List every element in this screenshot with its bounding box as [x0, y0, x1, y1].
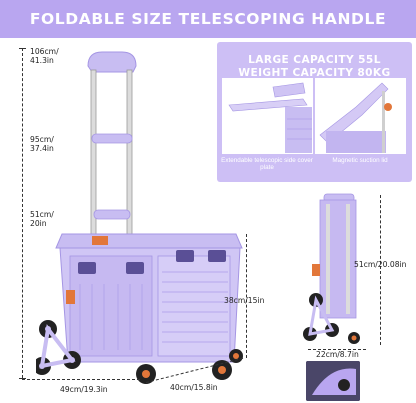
magnetic-lid-image — [316, 79, 405, 153]
cart-side-panel — [157, 255, 231, 357]
height-label-max: 106cm/41.3in — [30, 47, 59, 65]
handle-brace-mid — [91, 133, 133, 144]
magnetic-lid-photo — [315, 78, 406, 154]
capacity-line-2: WEIGHT CAPACITY 80KG — [238, 67, 391, 79]
wheel-detail-image — [306, 361, 360, 401]
wheel-detail-photo — [306, 361, 360, 401]
cart-lid — [55, 233, 243, 249]
side-cover-photo — [222, 78, 313, 154]
folded-height-label: 51cm/20.08in — [354, 260, 407, 269]
depth-label: 40cm/15.8in — [170, 383, 218, 392]
caption-magnetic-lid: Magnetic suction lid — [332, 157, 388, 164]
front-window-left — [78, 262, 96, 274]
handle-pole-right — [126, 69, 133, 235]
banner-title: FOLDABLE SIZE TELESCOPING HANDLE — [29, 10, 387, 28]
handle-pole-left — [90, 69, 97, 235]
box-height-line — [246, 234, 247, 358]
orange-clip-side — [66, 290, 75, 304]
height-dimension-line — [22, 48, 23, 378]
side-window-left — [176, 250, 194, 262]
capacity-line-1: LARGE CAPACITY 55L — [248, 54, 381, 66]
handle-grip — [87, 51, 137, 73]
side-window-right — [208, 250, 226, 262]
folded-width-line — [308, 349, 366, 350]
folded-width-label: 22cm/8.7in — [316, 350, 359, 359]
caster-wheels — [136, 349, 243, 384]
height-label-min: 51cm/20in — [30, 210, 54, 228]
folded-height-line — [380, 195, 381, 345]
width-label: 49cm/19.3in — [60, 385, 108, 394]
stair-wheel-cluster — [36, 320, 81, 375]
box-height-label: 38cm/15in — [224, 296, 265, 305]
width-dimension-line — [22, 379, 140, 380]
cart-illustration — [36, 51, 243, 384]
front-window-right — [126, 262, 144, 274]
folded-cart-illustration — [303, 193, 360, 344]
orange-clip-front — [92, 236, 108, 245]
handle-brace-low — [93, 209, 131, 220]
height-label-mid: 95cm/37.4in — [30, 135, 54, 153]
side-cover-image — [223, 79, 312, 153]
side-ribs — [162, 271, 228, 343]
front-ribs — [79, 284, 143, 350]
height-tick-top — [19, 48, 26, 49]
caption-side-cover: Extendable telescopic side cover plate — [221, 157, 313, 172]
height-tick-bottom — [19, 378, 26, 379]
title-banner: FOLDABLE SIZE TELESCOPING HANDLE — [0, 0, 416, 38]
